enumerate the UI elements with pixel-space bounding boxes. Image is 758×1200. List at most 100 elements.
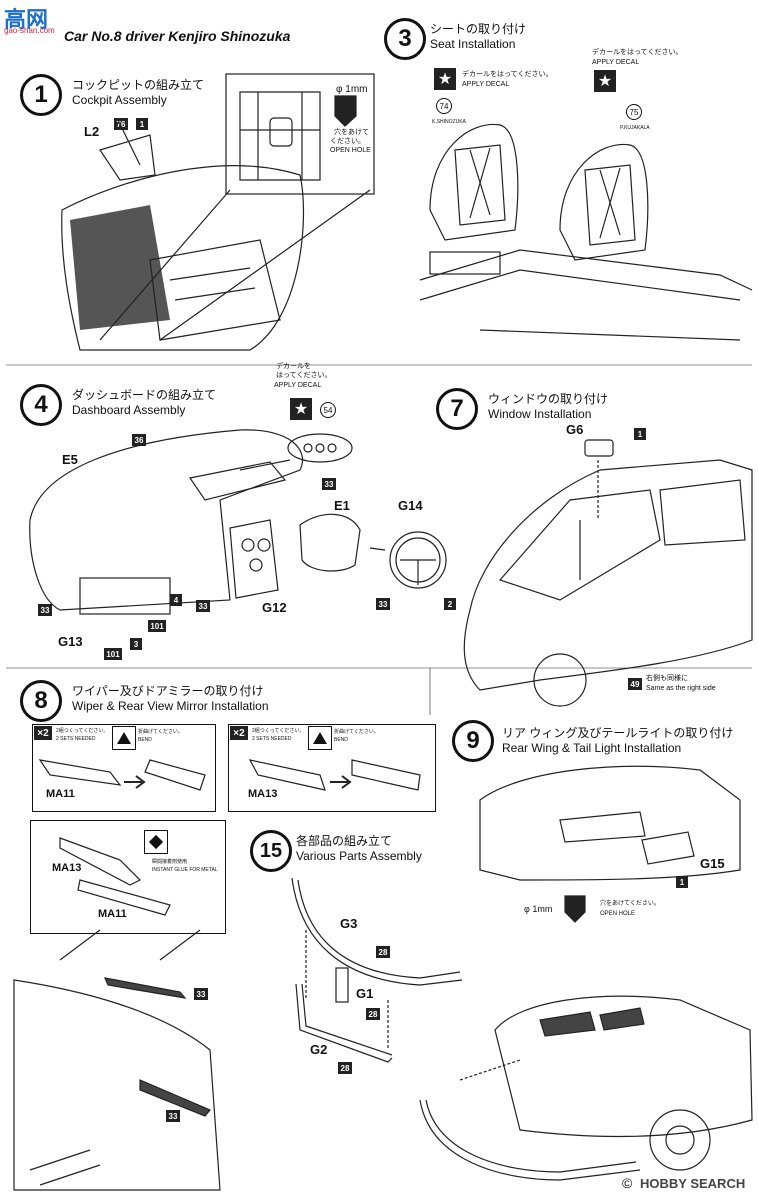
step-7-title-en: Window Installation <box>488 407 592 421</box>
sets-note-jp: 2組つくってください。 <box>56 728 109 734</box>
step-1-title-en: Cockpit Assembly <box>72 93 167 107</box>
part-badge: 33 <box>166 1110 180 1122</box>
sets-note-en: 2 SETS NEEDED <box>56 736 96 742</box>
step-9-title-jp: リア ウィング及びテールライトの取り付け <box>502 726 734 740</box>
bend-icon <box>112 726 136 750</box>
decal-note-en: APPLY DECAL <box>274 382 322 389</box>
decal-note-jp: デカールを はってください。 <box>276 363 332 379</box>
decal-star-icon: ★ <box>434 68 456 90</box>
decal-star-icon: ★ <box>594 70 616 92</box>
part-label-ma13: MA13 <box>248 788 278 800</box>
decal-note-en: APPLY DECAL <box>592 59 640 66</box>
part-badge: 101 <box>148 620 166 632</box>
part-badge: 101 <box>104 648 122 660</box>
hole-note-en: ください。 OPEN HOLE <box>330 138 371 154</box>
part-label-g12: G12 <box>262 600 287 615</box>
sets-note-en: 2 SETS NEEDED <box>252 736 292 742</box>
step-number-3: 3 <box>384 18 426 60</box>
hole-note-jp: 穴をあけてください。 <box>600 901 660 907</box>
sub-panel-wiper-assembly <box>30 820 226 934</box>
part-badge: 49 <box>628 678 642 690</box>
part-badge: 33 <box>322 478 336 490</box>
bend-icon <box>308 726 332 750</box>
part-label-ma11: MA11 <box>98 908 127 920</box>
page-title: Car No.8 driver Kenjiro Shinozuka <box>64 28 291 44</box>
brand-watermark: HOBBY SEARCH <box>640 1176 746 1191</box>
bend-note-en: BEND <box>138 737 152 743</box>
glue-note-en: INSTANT GLUE FOR METAL <box>152 867 218 873</box>
decal-number: 74 <box>436 98 452 114</box>
step-3-title-en: Seat Installation <box>430 37 516 51</box>
step-4-title-jp: ダッシュボードの組み立て <box>72 388 217 402</box>
decal-number: 75 <box>626 104 642 120</box>
step-number-4: 4 <box>20 384 62 426</box>
part-badge: 1 <box>676 876 688 888</box>
part-badge: 28 <box>376 946 390 958</box>
bend-note-en: BEND <box>334 737 348 743</box>
decal-star-icon: ★ <box>290 398 312 420</box>
step-15-title-en: Various Parts Assembly <box>296 849 422 863</box>
step-4-title-en: Dashboard Assembly <box>72 403 186 417</box>
decal-note-jp: デカールをはってください。 <box>462 71 553 78</box>
step-8-title-en: Wiper & Rear View Mirror Installation <box>72 699 269 713</box>
step-3-title-jp: シートの取り付け <box>430 22 527 36</box>
quantity-badge: ×2 <box>34 726 52 740</box>
driver-name-b: P.KUJAKALA <box>620 125 650 131</box>
step-number-7: 7 <box>436 388 478 430</box>
step-1-title-jp: コックピットの組み立て <box>72 78 205 92</box>
step-number-9: 9 <box>452 720 494 762</box>
part-label-ma13: MA13 <box>52 862 82 874</box>
part-label-e1: E1 <box>334 498 350 513</box>
part-badge: 33 <box>38 604 52 616</box>
part-label-g13: G13 <box>58 634 83 649</box>
part-label-g14: G14 <box>398 498 423 513</box>
hole-size-label: φ 1mm <box>336 84 368 95</box>
hole-note-en: OPEN HOLE <box>600 911 636 917</box>
step-15-title-jp: 各部品の組み立て <box>296 834 393 848</box>
part-badge: 1 <box>634 428 646 440</box>
part-label-e5: E5 <box>62 452 78 467</box>
copyright-icon: © <box>622 1175 633 1191</box>
part-badge: 4 <box>170 594 182 606</box>
decal-number: 54 <box>320 402 336 418</box>
sets-note-jp: 2組つくってください。 <box>252 728 305 734</box>
step-9-title-en: Rear Wing & Tail Light Installation <box>502 741 682 755</box>
part-badge: 3 <box>130 638 142 650</box>
sub-panel-wiper-b <box>228 724 436 812</box>
bend-note-jp: 折曲げてください。 <box>138 729 183 735</box>
step-number-8: 8 <box>20 680 62 722</box>
decal-note-jp: デカールをはってください。 <box>592 49 683 56</box>
part-badge: 28 <box>366 1008 380 1020</box>
part-label-g15: G15 <box>700 856 725 871</box>
step-7-title-jp: ウィンドウの取り付け <box>488 392 609 406</box>
part-badge: 33 <box>194 988 208 1000</box>
step-8-title-jp: ワイパー及びドアミラーの取り付け <box>72 684 264 698</box>
note-jp: 右側も同様に <box>646 675 688 682</box>
part-badge: 28 <box>338 1062 352 1074</box>
decal-note-en: APPLY DECAL <box>462 81 510 88</box>
part-label-g6: G6 <box>566 422 584 437</box>
part-badge: 76 <box>114 118 128 130</box>
hole-note-jp: 穴をあけて <box>334 129 369 136</box>
step-number-1: 1 <box>20 74 62 116</box>
part-badge: 33 <box>196 600 210 612</box>
part-badge: 33 <box>376 598 390 610</box>
part-label-g1: G1 <box>356 986 374 1001</box>
part-label-ma11: MA11 <box>46 788 75 800</box>
glue-icon <box>144 830 168 854</box>
driver-name-a: K.SHINOZUKA <box>432 119 466 125</box>
hole-size-label: φ 1mm <box>524 904 553 914</box>
bend-note-jp: 折曲げてください。 <box>334 729 379 735</box>
step-number-15: 15 <box>250 830 292 872</box>
part-badge: 1 <box>136 118 148 130</box>
part-badge: 2 <box>444 598 456 610</box>
glue-note-jp: 瞬間接着剤使用 <box>152 859 188 865</box>
watermark-url: gao-shan.com <box>4 26 55 35</box>
part-label-g2: G2 <box>310 1042 328 1057</box>
part-badge: 36 <box>132 434 146 446</box>
part-label-l2: L2 <box>84 124 100 139</box>
quantity-badge: ×2 <box>230 726 248 740</box>
part-label-g3: G3 <box>340 916 358 931</box>
watermark-logo: 高网 <box>4 7 49 32</box>
note-en: Same as the right side <box>646 685 716 692</box>
